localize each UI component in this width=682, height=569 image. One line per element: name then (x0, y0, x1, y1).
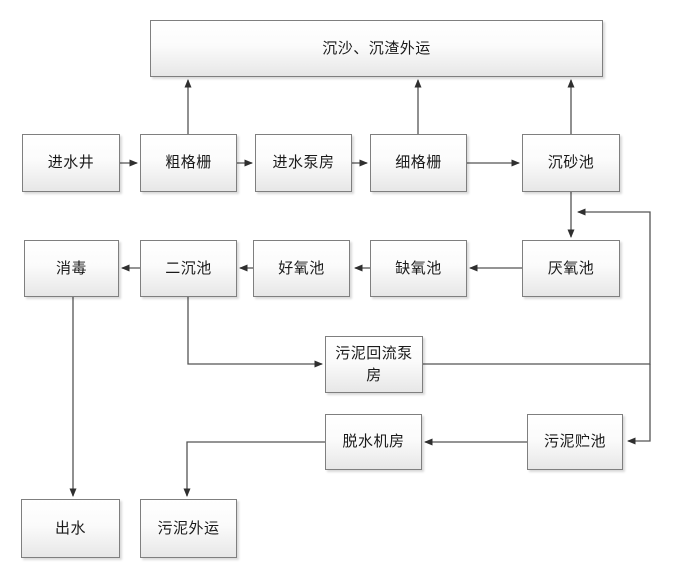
node-sludge-return-pump-house-label: 污泥回流泵房 (335, 343, 413, 384)
node-effluent: 出水 (21, 499, 120, 558)
node-anaerobic-tank-label: 厌氧池 (547, 258, 595, 277)
node-inlet-well-label: 进水井 (47, 153, 95, 172)
node-aerobic-tank-label: 好氧池 (278, 258, 325, 277)
node-sludge-transport-label: 污泥外运 (157, 518, 220, 537)
node-grit-chamber-label: 沉砂池 (547, 153, 595, 172)
node-disinfection: 消毒 (24, 240, 119, 297)
node-inlet-well: 进水井 (22, 134, 120, 192)
node-grit-chamber: 沉砂池 (522, 134, 620, 192)
node-anaerobic-tank: 厌氧池 (522, 240, 620, 297)
node-aerobic-tank: 好氧池 (253, 240, 350, 297)
node-dewatering-room: 脱水机房 (325, 414, 422, 470)
node-disinfection-label: 消毒 (55, 258, 87, 277)
node-anoxic-tank: 缺氧池 (370, 240, 467, 297)
node-dewatering-room-label: 脱水机房 (342, 432, 405, 451)
node-inlet-pump-house-label: 进水泵房 (272, 153, 335, 172)
node-coarse-screen-label: 粗格栅 (165, 153, 212, 172)
node-sludge-return-pump-house: 污泥回流泵房 (325, 336, 423, 393)
node-effluent-label: 出水 (54, 518, 86, 537)
node-anoxic-tank-label: 缺氧池 (395, 258, 442, 277)
node-coarse-screen: 粗格栅 (140, 134, 237, 192)
edge-dewatering-to-sludge-transport (183, 441, 325, 497)
node-fine-screen: 细格栅 (370, 134, 467, 192)
node-sludge-storage-tank: 污泥贮池 (527, 414, 623, 470)
node-inlet-pump-house: 进水泵房 (255, 134, 352, 192)
node-waste-out-top-label: 沉沙、沉渣外运 (322, 38, 431, 57)
edge-secondary-clarifier-to-sludge-return (187, 297, 323, 368)
node-secondary-clarifier-label: 二沉池 (165, 258, 212, 277)
node-secondary-clarifier: 二沉池 (140, 240, 237, 297)
node-fine-screen-label: 细格栅 (395, 153, 442, 172)
node-sludge-storage-tank-label: 污泥贮池 (543, 432, 606, 451)
edge-sludge-return-to-anaerobic-inlet (423, 208, 651, 365)
node-sludge-transport: 污泥外运 (140, 499, 237, 558)
edge-sludge-return-to-sludge-storage (627, 364, 651, 445)
node-waste-out-top: 沉沙、沉渣外运 (150, 20, 603, 77)
